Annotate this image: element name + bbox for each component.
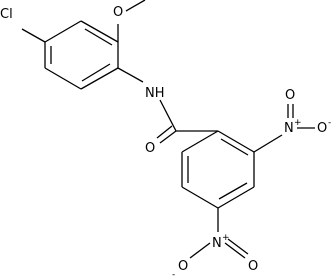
- nitro-bottom-oxygen-right-label: O: [248, 259, 258, 274]
- nitro-top-oxygen-left-label: O: [285, 88, 295, 103]
- nitro-top-oxygen-charge: -: [328, 118, 331, 128]
- nitro-bottom-nitrogen-charge: +: [222, 233, 230, 243]
- nitro-bottom-double-bond-a: [224, 242, 246, 259]
- nitro-bottom-double-bond-b: [227, 238, 249, 255]
- nitro-bottom-nitrogen-label: N: [212, 236, 222, 251]
- ring-nitro-top-bond: [253, 134, 283, 153]
- nitro-top-nitrogen-label: N: [284, 121, 294, 136]
- n-carbonyl-bond: [159, 99, 177, 132]
- carbonyl-double-bond-a: [159, 130, 177, 144]
- dinitrophenyl-ring: [181, 130, 255, 209]
- carbonyl-double-bond-b: [156, 125, 173, 139]
- nitro-bottom-oxygen-left-label: O: [178, 259, 188, 274]
- amide-nh-label: NH: [145, 86, 165, 101]
- nitro-top-oxygen-right-label: O: [317, 121, 327, 136]
- c-cl-bond: [21, 28, 46, 43]
- o-ch3-bond: [125, 0, 146, 12]
- nitro-bottom-single-bond: [189, 242, 211, 259]
- nitro-bottom-oxygen-charge: -: [172, 270, 175, 279]
- chlorine-label: Cl: [0, 7, 13, 22]
- nitro-top-nitrogen-charge: +: [294, 118, 302, 128]
- methoxy-oxygen-label: O: [113, 5, 123, 20]
- c-n-amide-bond: [117, 67, 144, 83]
- chloromethoxyphenyl-ring: [44, 20, 119, 90]
- carbonyl-oxygen-label: O: [145, 141, 155, 156]
